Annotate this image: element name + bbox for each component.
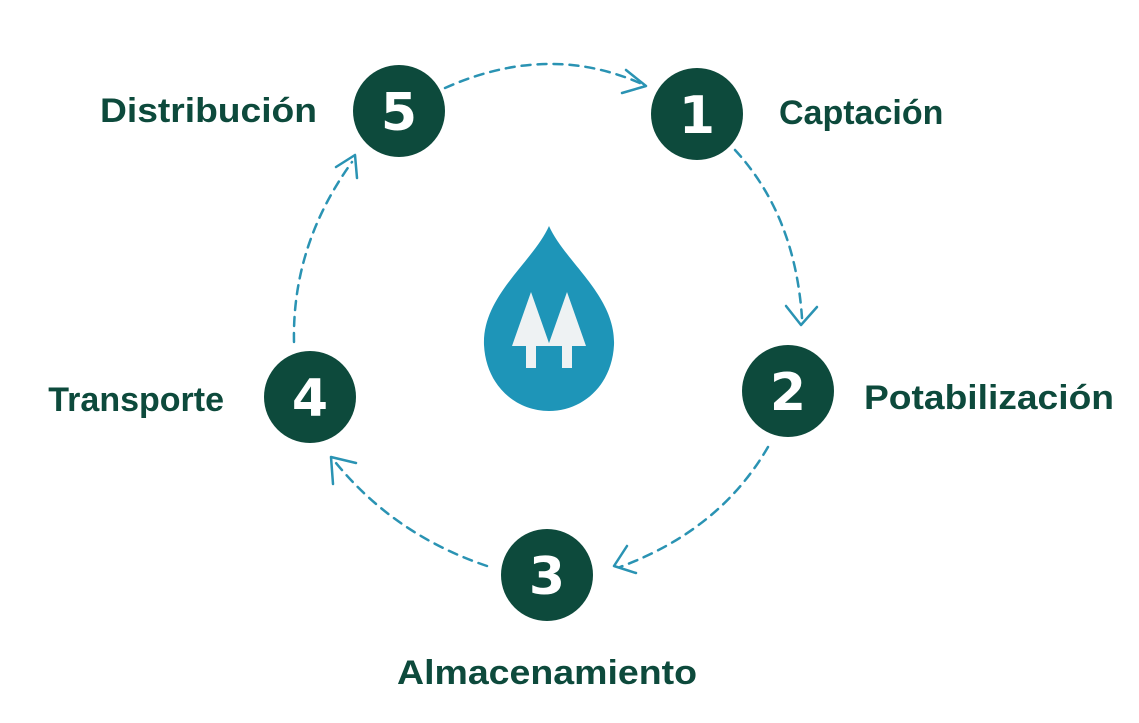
step-5: 5 Distribución xyxy=(100,65,445,157)
water-drop-icon xyxy=(483,226,615,411)
step-number: 3 xyxy=(529,547,565,607)
tree-icon-right xyxy=(548,292,586,368)
step-number: 4 xyxy=(292,369,328,429)
tree-icon-left xyxy=(512,292,550,368)
step-label: Potabilización xyxy=(864,379,1114,417)
step-number: 5 xyxy=(381,83,417,143)
step-circle xyxy=(264,351,356,443)
step-1: 1 Captación xyxy=(651,68,943,160)
step-label: Captación xyxy=(779,94,943,132)
step-3: 3 Almacenamiento xyxy=(397,529,697,692)
water-drop-with-trees-icon xyxy=(483,226,615,411)
step-circle xyxy=(501,529,593,621)
step-label: Almacenamiento xyxy=(397,654,697,692)
step-circle xyxy=(651,68,743,160)
step-label: Transporte xyxy=(48,381,224,419)
step-number: 2 xyxy=(770,363,806,423)
connector-3-to-4 xyxy=(329,455,489,568)
step-label: Distribución xyxy=(100,92,317,130)
connector-2-to-3 xyxy=(612,445,770,575)
connector-5-to-1 xyxy=(443,62,648,95)
step-2: 2 Potabilización xyxy=(742,345,1114,437)
connector-1-to-2 xyxy=(733,148,819,327)
step-circle xyxy=(742,345,834,437)
step-circle xyxy=(353,65,445,157)
step-4: 4 Transporte xyxy=(48,351,356,443)
connector-4-to-5 xyxy=(292,153,359,344)
step-number: 1 xyxy=(679,86,715,146)
